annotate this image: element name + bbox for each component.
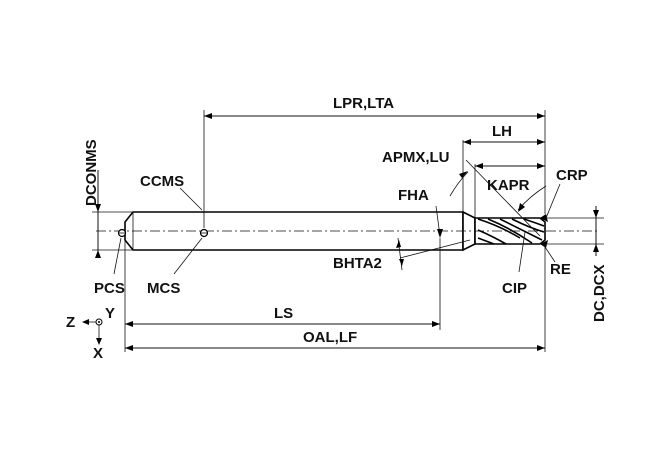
label-crp: CRP — [556, 167, 588, 184]
dim-lpr-lta — [203, 110, 546, 228]
label-fha: FHA — [398, 187, 429, 204]
label-axis-x: X — [93, 345, 103, 362]
label-oal-lf: OAL,LF — [303, 329, 357, 346]
axis-indicator — [82, 318, 103, 345]
dim-dconms — [92, 170, 133, 258]
dim-oal-lf — [124, 244, 546, 352]
label-apmx-lu: APMX,LU — [382, 149, 450, 166]
label-lh: LH — [492, 123, 512, 140]
label-mcs: MCS — [147, 280, 180, 297]
tip-upper-corner — [540, 214, 548, 222]
label-pcs: PCS — [94, 280, 125, 297]
dim-apmx-lu — [465, 159, 545, 237]
label-dc-dcx: DC,DCX — [591, 264, 608, 322]
tip-lower-corner — [540, 240, 548, 248]
dim-kapr — [517, 185, 547, 212]
label-kapr: KAPR — [487, 177, 530, 194]
leader-ccms — [179, 187, 203, 211]
label-ccms: CCMS — [140, 173, 184, 190]
leader-pcs — [113, 237, 122, 275]
label-ls: LS — [274, 305, 293, 322]
leader-mcs — [173, 237, 203, 275]
leader-cip — [518, 231, 526, 273]
label-dconms: DCONMS — [83, 139, 100, 206]
dim-dc-dcx — [546, 206, 604, 256]
dim-bhta2 — [396, 237, 471, 271]
dim-ls — [124, 238, 441, 330]
label-cip: CIP — [502, 280, 527, 297]
label-axis-y: Y — [105, 305, 115, 322]
mcs-marker — [199, 228, 209, 238]
label-axis-z: Z — [66, 314, 75, 331]
label-lpr-lta: LPR,LTA — [333, 95, 394, 112]
dim-fha — [435, 171, 469, 238]
label-re: RE — [550, 261, 571, 278]
pcs-marker — [117, 228, 127, 238]
label-bhta2: BHTA2 — [333, 255, 382, 272]
leader-crp — [545, 183, 561, 219]
